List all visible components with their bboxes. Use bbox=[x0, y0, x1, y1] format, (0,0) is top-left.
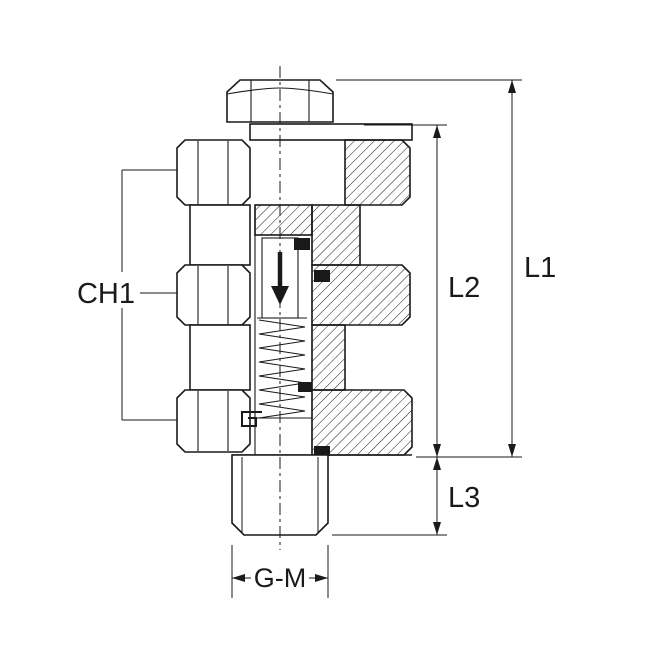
body-section-upper bbox=[311, 204, 361, 266]
seal-middle bbox=[314, 270, 330, 282]
sectioned-body bbox=[311, 139, 413, 456]
label-l1: L1 bbox=[524, 252, 556, 284]
dimension-l2: L2 bbox=[364, 124, 480, 457]
flange-bottom-section bbox=[311, 389, 413, 456]
dimension-gm: G-M bbox=[231, 545, 329, 598]
body-section-lower bbox=[311, 324, 346, 391]
seals bbox=[294, 238, 330, 456]
hex-nut-bottom bbox=[176, 389, 251, 453]
hex-nut-stack bbox=[176, 139, 262, 453]
label-l3: L3 bbox=[448, 482, 480, 514]
body-neck-lower bbox=[189, 324, 251, 391]
washer-plate bbox=[249, 123, 413, 141]
dimension-ch1: CH1 bbox=[77, 169, 177, 421]
label-gm: G-M bbox=[254, 563, 306, 593]
body-neck-upper bbox=[189, 204, 251, 266]
spring bbox=[255, 317, 312, 419]
seal-lower bbox=[298, 382, 312, 392]
dimension-l3: L3 bbox=[332, 457, 480, 536]
flange-top-section bbox=[344, 139, 411, 206]
threaded-stud bbox=[231, 454, 412, 536]
seal-top bbox=[294, 238, 310, 250]
label-ch1: CH1 bbox=[77, 278, 135, 310]
bore-seat-section bbox=[254, 204, 313, 236]
hex-nut-middle bbox=[176, 264, 251, 326]
seal-bottom bbox=[314, 446, 330, 456]
label-l2: L2 bbox=[448, 272, 480, 304]
hex-nut-top bbox=[176, 139, 251, 206]
dimension-l1: L1 bbox=[336, 79, 556, 458]
